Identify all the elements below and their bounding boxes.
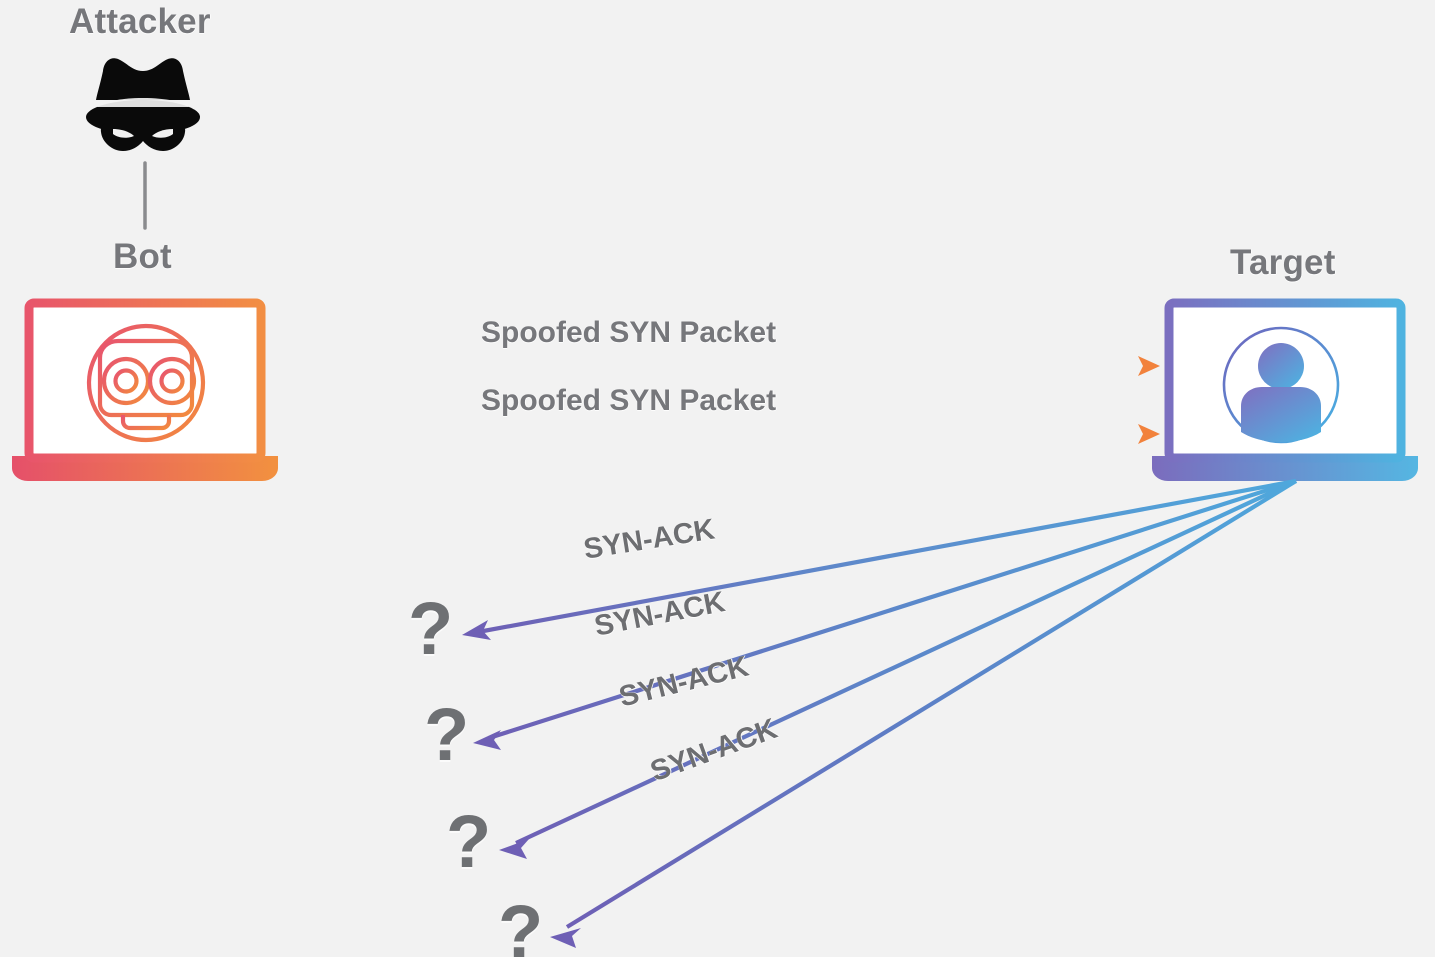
user-person-icon: [1222, 326, 1340, 444]
target-label: Target: [1230, 243, 1336, 282]
robot-face-icon: [86, 323, 206, 443]
attacker-label: Attacker: [69, 2, 211, 41]
unreachable-mark-3: ?: [446, 800, 492, 883]
syn-ack-arrow-3: [499, 479, 1297, 859]
spoofed-syn-arrow-1: [265, 356, 1160, 376]
spoofed-syn-label-1: Spoofed SYN Packet: [481, 316, 777, 349]
unreachable-mark-2: ?: [424, 693, 470, 776]
syn-ack-arrow-4: [550, 479, 1298, 948]
syn-ack-arrow-2: [473, 478, 1297, 750]
unreachable-mark-4: ?: [498, 890, 544, 957]
unreachable-mark-1: ?: [408, 587, 454, 670]
spoofed-syn-label-2: Spoofed SYN Packet: [481, 384, 777, 417]
syn-ack-arrow-1: [462, 478, 1297, 640]
bot-label: Bot: [113, 237, 172, 276]
spoofed-syn-arrow-2: [265, 424, 1160, 444]
bot-laptop: [12, 298, 278, 481]
hacker-hat-mask-icon: [86, 58, 200, 151]
target-laptop: [1152, 298, 1418, 481]
